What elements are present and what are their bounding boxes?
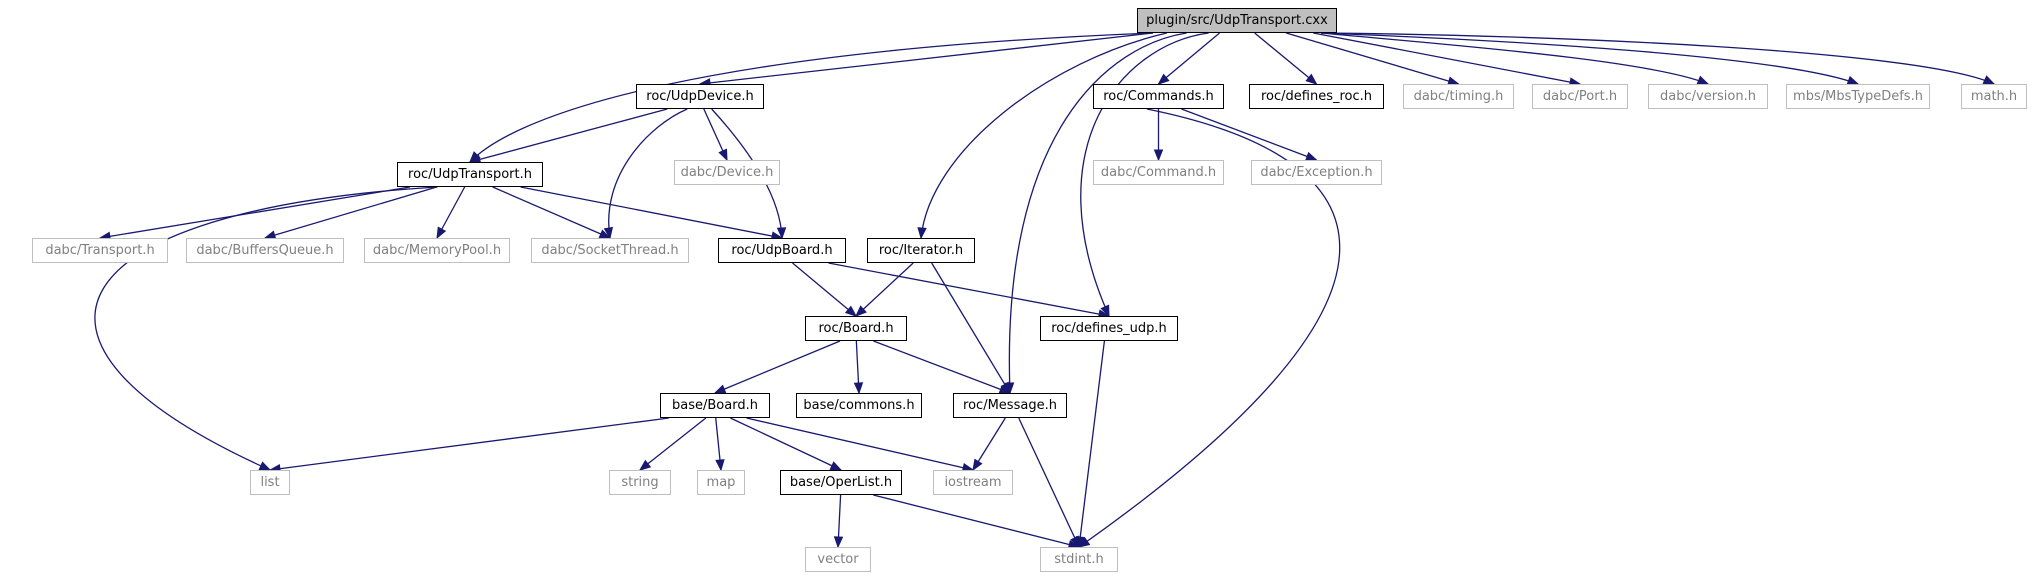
node-udptransport-h[interactable]: roc/UdpTransport.h bbox=[397, 162, 543, 187]
edge-roc_board_h-to-message_h bbox=[873, 340, 1011, 394]
edge-root-to-udpdevice_h bbox=[699, 32, 1154, 85]
edge-base_board_h-to-list bbox=[269, 417, 669, 471]
edge-base_operlist_h-to-stdint_h bbox=[873, 494, 1080, 548]
node-base-commons-h[interactable]: base/commons.h bbox=[796, 393, 922, 418]
arrowhead-roc_board_h-to-base_board_h bbox=[713, 384, 727, 394]
edge-iterator_h-to-roc_board_h bbox=[855, 262, 914, 317]
edge-commands_h-to-dabc_exception_h bbox=[1181, 108, 1317, 161]
edge-base_board_h-to-base_operlist_h bbox=[730, 417, 842, 471]
edge-udptransport_h-to-dabc_socketthread_h bbox=[492, 186, 611, 239]
edge-defines_udp_h-to-stdint_h bbox=[1078, 340, 1106, 548]
edge-roc_board_h-to-base_board_h bbox=[714, 340, 841, 394]
arrowhead-udptransport_h-to-list bbox=[258, 461, 272, 471]
edge-root-to-mbstypedefs_h bbox=[1320, 32, 1859, 85]
node-iterator-h[interactable]: roc/Iterator.h bbox=[867, 238, 975, 263]
node-stdint-h: stdint.h bbox=[1040, 547, 1118, 572]
node-string: string bbox=[609, 470, 671, 495]
edge-udpdevice_h-to-dabc_socketthread_h bbox=[608, 108, 688, 239]
edge-root-to-defines_udp_h bbox=[1080, 32, 1209, 317]
node-dabc-port-h: dabc/Port.h bbox=[1532, 84, 1628, 109]
edge-udpdevice_h-to-udptransport_h bbox=[469, 108, 668, 163]
edge-udpboard_h-to-defines_udp_h bbox=[828, 262, 1110, 317]
edge-root-to-message_h bbox=[1008, 32, 1187, 394]
node-message-h[interactable]: roc/Message.h bbox=[953, 393, 1067, 418]
node-defines-udp-h[interactable]: roc/defines_udp.h bbox=[1040, 316, 1178, 341]
node-dabc-memorypool-h: dabc/MemoryPool.h bbox=[364, 238, 510, 263]
node-mbstypedefs-h: mbs/MbsTypeDefs.h bbox=[1786, 84, 1930, 109]
node-base-board-h[interactable]: base/Board.h bbox=[660, 393, 770, 418]
arrowhead-base_board_h-to-map bbox=[715, 459, 725, 472]
arrowhead-udpdevice_h-to-udpboard_h bbox=[776, 227, 787, 240]
edge-base_board_h-to-string bbox=[639, 417, 707, 471]
arrowhead-udptransport_h-to-dabc_memorypool_h bbox=[436, 226, 447, 240]
arrowhead-udpdevice_h-to-dabc_device_h bbox=[718, 148, 728, 162]
edge-commands_h-to-stdint_h bbox=[1078, 108, 1341, 548]
node-udpboard-h[interactable]: roc/UdpBoard.h bbox=[718, 238, 846, 263]
node-dabc-exception-h: dabc/Exception.h bbox=[1251, 160, 1382, 185]
arrowhead-roc_board_h-to-base_commons_h bbox=[853, 382, 864, 395]
node-list: list bbox=[250, 470, 290, 495]
arrowhead-udpdevice_h-to-dabc_socketthread_h bbox=[603, 226, 614, 240]
arrowhead-message_h-to-iostream bbox=[972, 458, 983, 472]
edge-root-to-dabc_timing_h bbox=[1286, 32, 1459, 85]
node-commands-h[interactable]: roc/Commands.h bbox=[1093, 84, 1224, 109]
edge-root-to-iterator_h bbox=[920, 32, 1167, 239]
arrowhead-iterator_h-to-roc_board_h bbox=[855, 305, 867, 317]
arrowhead-udptransport_h-to-dabc_socketthread_h bbox=[598, 229, 612, 239]
arrowhead-udpboard_h-to-roc_board_h bbox=[844, 305, 858, 317]
edge-root-to-dabc_port_h bbox=[1313, 32, 1581, 85]
node-dabc-socketthread-h: dabc/SocketThread.h bbox=[531, 238, 689, 263]
node-dabc-buffersqueue-h: dabc/BuffersQueue.h bbox=[186, 238, 344, 263]
node-roc-board-h[interactable]: roc/Board.h bbox=[805, 316, 907, 341]
edge-udptransport_h-to-list bbox=[94, 186, 438, 471]
edge-root-to-dabc_version_h bbox=[1320, 32, 1709, 85]
edge-root-to-udptransport_h bbox=[469, 32, 1154, 163]
edge-udpboard_h-to-roc_board_h bbox=[792, 262, 857, 317]
arrowhead-root-to-commands_h bbox=[1157, 73, 1170, 85]
node-dabc-device-h: dabc/Device.h bbox=[674, 160, 780, 185]
edge-iterator_h-to-message_h bbox=[931, 262, 1011, 394]
arrowhead-base_board_h-to-base_operlist_h bbox=[829, 461, 843, 471]
node-dabc-version-h: dabc/version.h bbox=[1648, 84, 1768, 109]
node-dabc-command-h: dabc/Command.h bbox=[1093, 160, 1224, 185]
arrowhead-commands_h-to-dabc_command_h bbox=[1153, 149, 1164, 162]
arrowhead-root-to-math_h bbox=[1982, 75, 1996, 85]
node-math-h: math.h bbox=[1961, 84, 2027, 109]
node-root[interactable]: plugin/src/UdpTransport.cxx bbox=[1137, 8, 1337, 33]
edge-udptransport_h-to-udpboard_h bbox=[520, 186, 783, 239]
edge-root-to-commands_h bbox=[1158, 32, 1220, 85]
edge-root-to-math_h bbox=[1320, 32, 1995, 85]
edge-udptransport_h-to-dabc_buffersqueue_h bbox=[264, 186, 437, 239]
arrowhead-root-to-dabc_version_h bbox=[1696, 75, 1710, 85]
edge-udptransport_h-to-dabc_transport_h bbox=[99, 186, 411, 239]
edge-message_h-to-stdint_h bbox=[1018, 417, 1080, 548]
arrowhead-root-to-defines_roc_h bbox=[1305, 73, 1318, 85]
arrowhead-base_operlist_h-to-vector bbox=[833, 536, 844, 549]
arrowhead-base_board_h-to-string bbox=[638, 459, 652, 471]
arrowhead-message_h-to-stdint_h bbox=[1070, 535, 1080, 549]
node-dabc-timing-h: dabc/timing.h bbox=[1403, 84, 1514, 109]
arrowhead-root-to-defines_udp_h bbox=[1100, 304, 1110, 318]
node-base-operlist-h[interactable]: base/OperList.h bbox=[780, 470, 902, 495]
node-vector: vector bbox=[805, 547, 871, 572]
node-udpdevice-h[interactable]: roc/UdpDevice.h bbox=[636, 84, 764, 109]
node-defines-roc-h[interactable]: roc/defines_roc.h bbox=[1249, 84, 1384, 109]
arrowhead-root-to-iterator_h bbox=[917, 227, 927, 240]
node-iostream: iostream bbox=[933, 470, 1013, 495]
edge-root-to-defines_roc_h bbox=[1254, 32, 1317, 85]
node-dabc-transport-h: dabc/Transport.h bbox=[32, 238, 168, 263]
edge-base_board_h-to-iostream bbox=[746, 417, 974, 471]
node-map: map bbox=[697, 470, 745, 495]
